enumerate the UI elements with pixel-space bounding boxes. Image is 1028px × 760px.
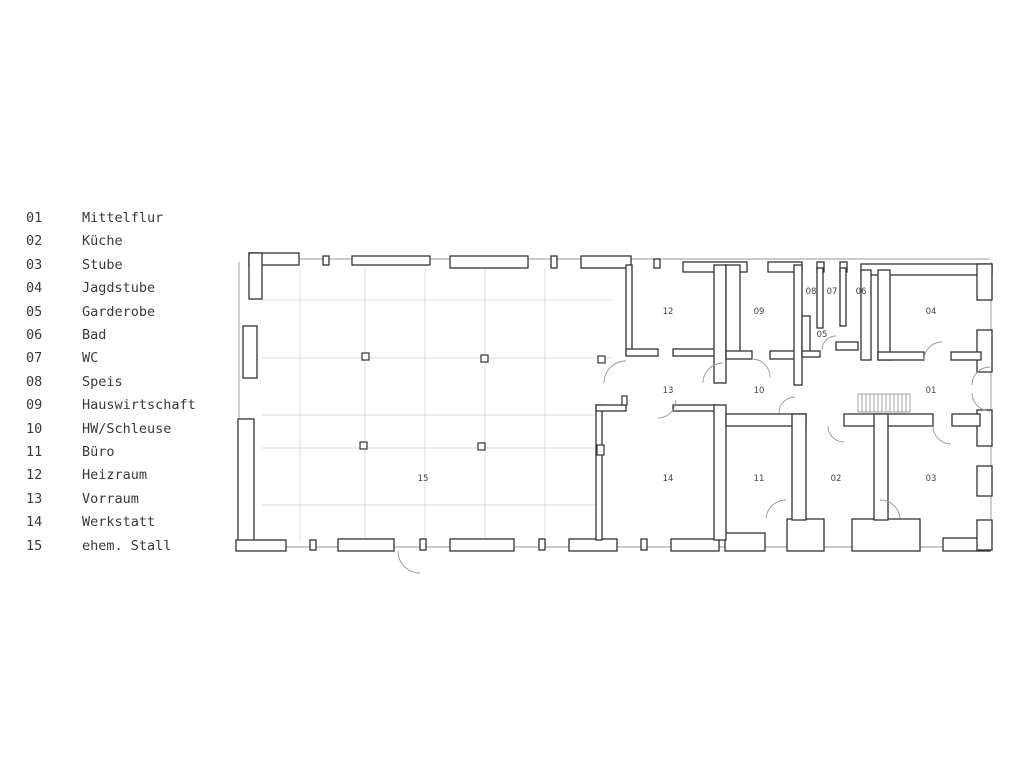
legend-number: 07 [26, 350, 43, 367]
legend-number: 09 [26, 397, 43, 414]
legend-room-name: Speis [82, 373, 123, 390]
room-label-15: 15 [418, 474, 429, 484]
legend-room-name: WC [82, 350, 99, 367]
legend-number: 13 [26, 490, 43, 507]
room-label-07: 07 [827, 287, 838, 297]
legend-room-name: Werkstatt [82, 514, 156, 531]
east-wall [976, 263, 993, 551]
legend-number: 15 [26, 537, 43, 554]
room-label-13: 13 [663, 386, 674, 396]
legend-number: 05 [26, 303, 43, 320]
room-label-08: 08 [806, 287, 817, 297]
stair-symbol [857, 393, 911, 413]
room-label-12: 12 [663, 307, 674, 317]
room-label-02: 02 [831, 474, 842, 484]
legend-room-name: Heizraum [82, 467, 148, 484]
legend-room-name: Stube [82, 256, 123, 273]
legend-room-name: Vorraum [82, 490, 139, 507]
room-label-05: 05 [817, 330, 828, 340]
legend-room-name: Mittelflur [82, 210, 164, 226]
legend-number: 10 [26, 420, 43, 437]
room-label-03: 03 [926, 474, 937, 484]
south-wall [235, 518, 991, 552]
room-label-09: 09 [754, 307, 765, 317]
room-label-11: 11 [754, 474, 765, 484]
legend-room-name: Bad [82, 327, 107, 343]
legend-number: 04 [26, 280, 43, 297]
legend-room-name: Küche [82, 233, 123, 250]
door-swings [397, 335, 991, 574]
stall-grid [262, 268, 612, 540]
legend-room-name: Jagdstube [82, 280, 156, 297]
room-label-10: 10 [754, 386, 765, 396]
legend-number: 06 [26, 327, 43, 343]
west-wall [237, 252, 263, 550]
legend-number: 12 [26, 467, 43, 484]
legend-number: 14 [26, 514, 43, 531]
room-label-04: 04 [926, 307, 937, 317]
interior-walls [595, 264, 982, 541]
legend-room-name: Garderobe [82, 303, 156, 320]
legend-number: 02 [26, 233, 43, 250]
room-labels: 01 02 03 04 05 06 07 08 09 10 11 12 13 1… [418, 287, 937, 484]
stall-columns [359, 352, 606, 451]
room-label-06: 06 [856, 287, 867, 297]
legend-number: 08 [26, 373, 43, 390]
room-label-01: 01 [926, 386, 937, 396]
legend-number: 03 [26, 256, 43, 273]
legend-room-name: HW/Schleuse [82, 420, 172, 437]
legend-room-name: ehem. Stall [82, 537, 172, 554]
legend-room-name: Büro [82, 444, 115, 460]
legend-number: 11 [26, 444, 43, 460]
legend-room-name: Hauswirtschaft [82, 397, 196, 414]
room-label-14: 14 [663, 474, 674, 484]
legend-number: 01 [26, 210, 43, 226]
